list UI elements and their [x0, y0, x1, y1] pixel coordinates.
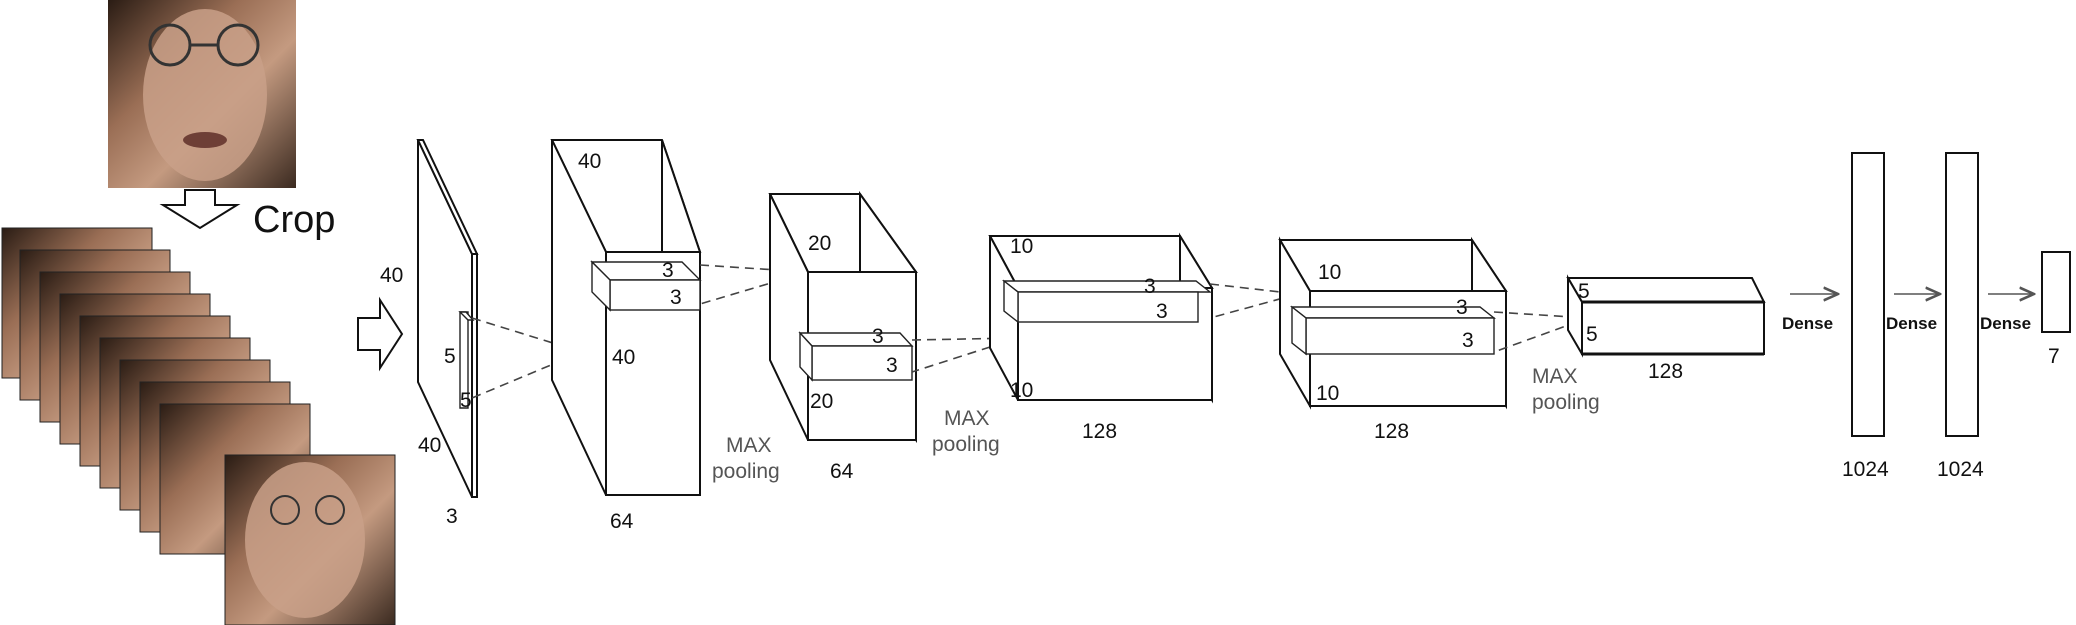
- conv1-depth-label: 64: [610, 510, 634, 533]
- fc1-layer: [1851, 152, 1885, 437]
- input-to-conv1-projection: [471, 317, 585, 399]
- conv1-height-label: 40: [578, 150, 601, 173]
- output-size-label: 7: [2048, 345, 2060, 368]
- conv4-width-label: 10: [1316, 382, 1339, 405]
- fc1-size-label: 1024: [1842, 458, 1889, 481]
- input-layer: [416, 139, 479, 498]
- conv1-kernel-b-label: 3: [670, 286, 682, 309]
- conv1-width-label: 40: [612, 346, 635, 369]
- conv2-height-label: 20: [808, 232, 831, 255]
- source-face-image: [108, 0, 296, 188]
- conv1-kernel-a-label: 3: [662, 259, 674, 282]
- fc2-layer: [1945, 152, 1979, 437]
- conv2-depth-label: 64: [830, 460, 854, 483]
- conv5-height-label: 5: [1578, 280, 1590, 303]
- input-depth-label: 3: [446, 505, 458, 528]
- conv2-kernel-a-label: 3: [872, 325, 884, 348]
- crop-label: Crop: [253, 199, 335, 241]
- conv4-kernel-a-label: 3: [1456, 296, 1468, 319]
- conv3-width-label: 10: [1010, 379, 1033, 402]
- conv4-depth-label: 128: [1374, 420, 1409, 443]
- dense1-label: Dense: [1782, 314, 1833, 333]
- conv4-block: [1278, 236, 1508, 410]
- conv3-depth-label: 128: [1082, 420, 1117, 443]
- dense3-label: Dense: [1980, 314, 2031, 333]
- conv5-block: [1566, 274, 1766, 358]
- dense2-label: Dense: [1886, 314, 1937, 333]
- conv3-block: [988, 232, 1214, 404]
- conv5-depth-label: 128: [1648, 360, 1683, 383]
- pool1-label-line1: MAX: [726, 434, 772, 457]
- pool1-label-line2: pooling: [712, 460, 780, 483]
- input-width-label: 40: [418, 434, 441, 457]
- conv4-height-label: 10: [1318, 261, 1341, 284]
- conv5-width-label: 5: [1586, 323, 1598, 346]
- output-layer: [2041, 251, 2071, 333]
- conv3-height-label: 10: [1010, 235, 1033, 258]
- input-kernel-w-label: 5: [460, 389, 472, 412]
- pool2-label-line2: pooling: [932, 433, 1000, 456]
- conv2-kernel-b-label: 3: [886, 354, 898, 377]
- conv4-kernel-b-label: 3: [1462, 329, 1474, 352]
- pool3-label-line2: pooling: [1532, 391, 1600, 414]
- input-kernel-h-label: 5: [444, 345, 456, 368]
- input-height-label: 40: [380, 264, 403, 287]
- input-arrow-icon: [357, 296, 404, 372]
- cropped-frame-stack: [1, 227, 396, 625]
- conv2-width-label: 20: [810, 390, 833, 413]
- fc2-size-label: 1024: [1937, 458, 1984, 481]
- pool3-label-line1: MAX: [1532, 365, 1578, 388]
- conv2-block: [768, 190, 918, 444]
- pool2-label-line1: MAX: [944, 407, 990, 430]
- conv3-kernel-a-label: 3: [1144, 275, 1156, 298]
- conv1-block: [550, 139, 702, 496]
- crop-arrow-icon: [159, 189, 241, 230]
- conv3-kernel-b-label: 3: [1156, 300, 1168, 323]
